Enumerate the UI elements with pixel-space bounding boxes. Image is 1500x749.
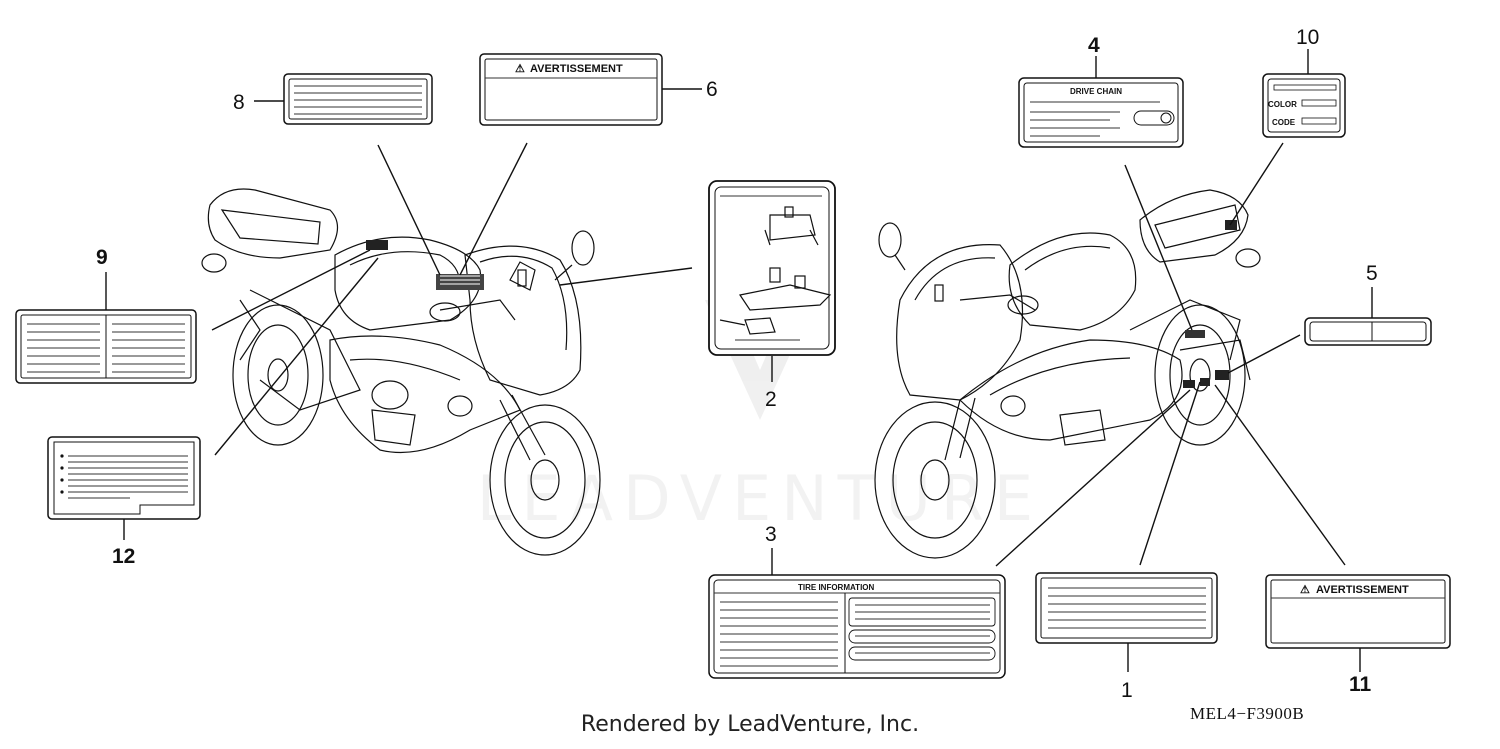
callout-5: 5 xyxy=(1366,262,1378,285)
callout-10: 10 xyxy=(1296,26,1319,49)
label-part-4[interactable]: DRIVE CHAIN xyxy=(1018,77,1184,148)
color-field-label: COLOR xyxy=(1268,100,1297,109)
footer-text: Rendered by LeadVenture, Inc. xyxy=(580,712,920,737)
label-part-11[interactable]: ⚠ AVERTISSEMENT xyxy=(1265,574,1451,649)
motorcycle-right xyxy=(874,189,1261,559)
callout-2: 2 xyxy=(765,388,777,411)
tire-info-title: TIRE INFORMATION xyxy=(798,583,875,592)
warning-title-right: AVERTISSEMENT xyxy=(1316,584,1409,596)
callout-3: 3 xyxy=(765,523,777,546)
label-part-6[interactable]: ⚠ AVERTISSEMENT xyxy=(479,53,663,126)
callout-9: 9 xyxy=(96,246,108,269)
callout-12: 12 xyxy=(112,545,135,568)
watermark-text: LEADVENTURE xyxy=(477,462,1043,535)
warning-icon: ⚠ xyxy=(515,63,525,75)
motorcycle-left xyxy=(201,188,601,556)
callout-11: 11 xyxy=(1349,673,1372,696)
code-field-label: CODE xyxy=(1272,118,1296,127)
label-part-9[interactable] xyxy=(15,309,197,384)
diagram-part-code: MEL4−F3900B xyxy=(1190,704,1305,723)
callout-1: 1 xyxy=(1121,679,1133,702)
callout-6: 6 xyxy=(706,78,718,101)
callout-4: 4 xyxy=(1088,34,1100,57)
warning-icon: ⚠ xyxy=(1300,584,1310,596)
drive-chain-title: DRIVE CHAIN xyxy=(1070,87,1122,96)
callout-8: 8 xyxy=(233,91,245,114)
label-part-1[interactable] xyxy=(1035,572,1218,644)
label-part-5[interactable] xyxy=(1304,317,1432,346)
label-part-2[interactable] xyxy=(708,180,836,356)
warning-title-left: AVERTISSEMENT xyxy=(530,63,623,75)
label-part-12[interactable] xyxy=(47,436,201,520)
label-part-3[interactable]: TIRE INFORMATION xyxy=(708,574,1006,679)
label-part-10[interactable]: COLOR CODE xyxy=(1262,73,1346,138)
label-part-8[interactable] xyxy=(283,73,433,125)
footer-credit: Rendered by LeadVenture, Inc. xyxy=(0,712,1500,737)
